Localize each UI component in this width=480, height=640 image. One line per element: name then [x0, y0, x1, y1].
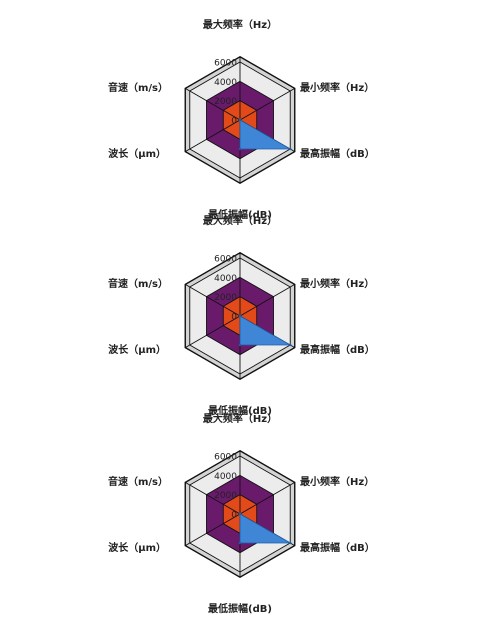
- axis-label-1: 最小频率（Hz）: [300, 277, 374, 290]
- axis-label-5: 音速（m/s）: [108, 277, 168, 290]
- series-area-0: [239, 513, 292, 544]
- axis-label-2: 最高振幅（dB）: [300, 541, 375, 554]
- data-point-5: [238, 314, 242, 318]
- spoke-4: [185, 315, 241, 348]
- axis-label-1: 最小频率（Hz）: [300, 81, 374, 94]
- radar-chart-2: 6000 4000 2000 0 最大频率（Hz） 最小频率（Hz） 最高振幅（dB） 最低振…: [108, 214, 375, 417]
- tick-label-3: 0: [231, 313, 237, 323]
- data-point-3: [238, 541, 242, 545]
- series-area-0: [239, 315, 292, 346]
- axis-label-3: 最低振幅(dB): [208, 602, 272, 615]
- data-point-2: [289, 541, 292, 545]
- axis-label-2: 最高振幅（dB）: [300, 147, 375, 160]
- data-point-2: [289, 343, 292, 347]
- tick-label-3: 0: [231, 117, 237, 127]
- radar-chart-3: 6000 4000 2000 0 最大频率（Hz） 最小频率（Hz） 最高振幅（dB） 最低振…: [108, 412, 375, 615]
- spoke-5: [185, 284, 241, 317]
- data-point-3: [238, 343, 242, 347]
- tick-label-0: 6000: [214, 255, 237, 265]
- spoke-1: [239, 88, 295, 121]
- axis-label-0: 最大频率（Hz）: [203, 18, 277, 31]
- spoke-5: [185, 88, 241, 121]
- radar-chart-1: 6000 4000 2000 0 最大频率（Hz） 最小频率（Hz） 最高振幅（dB） 最低振…: [108, 18, 375, 221]
- axis-label-2: 最高振幅（dB）: [300, 343, 375, 356]
- spoke-1: [239, 482, 295, 515]
- axis-label-3: 最低振幅(dB): [208, 404, 272, 417]
- tick-label-1: 4000: [214, 472, 237, 482]
- tick-label-2: 2000: [214, 97, 237, 107]
- data-point-5: [238, 512, 242, 516]
- tick-label-1: 4000: [214, 78, 237, 88]
- axis-label-1: 最小频率（Hz）: [300, 475, 374, 488]
- axis-label-0: 最大频率（Hz）: [203, 412, 277, 425]
- series-area-0: [239, 119, 292, 150]
- axis-label-4: 波长（μm）: [108, 147, 166, 160]
- tick-label-1: 4000: [214, 274, 237, 284]
- data-point-3: [238, 147, 242, 151]
- spoke-1: [239, 284, 295, 317]
- axis-label-5: 音速（m/s）: [108, 475, 168, 488]
- axis-label-4: 波长（μm）: [108, 541, 166, 554]
- axis-label-3: 最低振幅(dB): [208, 208, 272, 221]
- tick-label-0: 6000: [214, 59, 237, 69]
- tick-label-2: 2000: [214, 491, 237, 501]
- data-point-5: [238, 118, 242, 122]
- data-point-2: [289, 147, 292, 151]
- spoke-4: [185, 513, 241, 546]
- spoke-4: [185, 119, 241, 152]
- axis-label-0: 最大频率（Hz）: [203, 214, 277, 227]
- axis-label-4: 波长（μm）: [108, 343, 166, 356]
- tick-label-2: 2000: [214, 293, 237, 303]
- spoke-5: [185, 482, 241, 515]
- tick-label-3: 0: [231, 511, 237, 521]
- tick-label-0: 6000: [214, 453, 237, 463]
- axis-label-5: 音速（m/s）: [108, 81, 168, 94]
